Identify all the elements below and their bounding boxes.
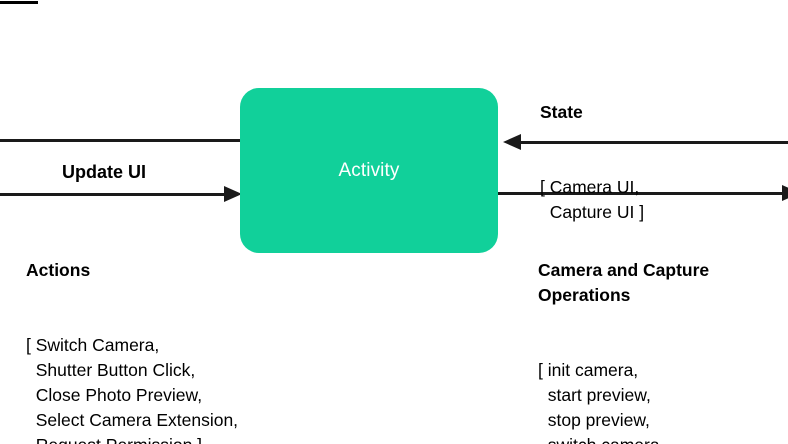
flow-label-update-ui: Update UI: [62, 110, 146, 235]
activity-node-label: Activity: [338, 160, 400, 181]
flow-label-actions-body: [ Switch Camera, Shutter Button Click, C…: [26, 335, 239, 444]
flow-line-camera-operations: [495, 192, 788, 195]
flow-label-state: State [ Camera UI, Capture UI ]: [540, 50, 644, 275]
arrow-head-actions-icon: [224, 186, 242, 202]
flow-label-state-body: [ Camera UI, Capture UI ]: [540, 177, 645, 222]
flow-label-camera-operations-body: [ init camera, start preview, stop previ…: [538, 360, 664, 444]
activity-node[interactable]: Activity: [240, 88, 498, 253]
flow-label-actions-title: Actions: [26, 260, 91, 280]
flow-label-actions: Actions [ Switch Camera, Shutter Button …: [26, 208, 238, 444]
flow-label-camera-operations: Camera and Capture Operations [ init cam…: [538, 208, 709, 444]
flow-label-state-title: State: [540, 102, 583, 122]
flow-label-update-ui-title: Update UI: [62, 162, 147, 182]
crop-edge-artifact: [0, 1, 38, 4]
arrow-head-camera-operations-icon: [782, 185, 788, 201]
flow-line-state: [520, 141, 788, 144]
flow-label-camera-operations-title: Camera and Capture Operations: [538, 260, 710, 305]
arrow-head-state-icon: [503, 134, 521, 150]
flow-line-actions: [0, 193, 226, 196]
flow-line-update-ui: [0, 139, 244, 142]
